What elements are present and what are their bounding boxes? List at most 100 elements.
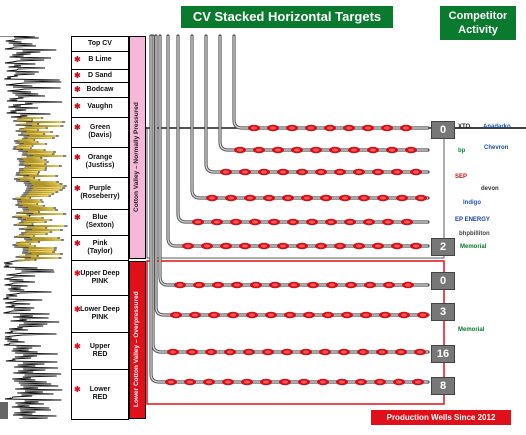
frac-core bbox=[291, 283, 297, 287]
frac-stage-marker bbox=[410, 168, 422, 176]
frac-core bbox=[275, 148, 281, 152]
frac-core bbox=[401, 313, 407, 317]
frac-stage-marker bbox=[263, 194, 275, 202]
frac-stage-marker bbox=[246, 311, 258, 319]
frac-core bbox=[284, 350, 290, 354]
frac-stage-marker bbox=[272, 146, 284, 154]
frac-stage-marker bbox=[305, 124, 317, 132]
frac-core bbox=[185, 244, 191, 248]
frac-stage-marker bbox=[182, 242, 194, 250]
frac-core bbox=[384, 126, 390, 130]
frac-stage-marker bbox=[277, 168, 289, 176]
wellbore-highlight bbox=[167, 36, 428, 247]
zone-subname: (Sexton) bbox=[86, 222, 114, 229]
frac-stage-marker bbox=[395, 348, 407, 356]
frac-stage-marker bbox=[341, 311, 353, 319]
frac-core bbox=[332, 148, 338, 152]
wellbore-highlight bbox=[150, 36, 428, 383]
frac-core bbox=[271, 220, 277, 224]
frac-core bbox=[327, 126, 333, 130]
well-count-box: 0 bbox=[431, 121, 455, 139]
competitor-logo: SEP bbox=[455, 174, 468, 180]
frac-core bbox=[270, 126, 276, 130]
wellbore-pipe bbox=[232, 34, 430, 130]
frac-core bbox=[348, 283, 354, 287]
frac-stage-marker bbox=[300, 348, 312, 356]
frac-stage-marker bbox=[353, 242, 365, 250]
frac-stage-marker bbox=[345, 281, 357, 289]
zone-name: Lower bbox=[89, 386, 111, 393]
competitor-logo: Chevron bbox=[484, 145, 509, 151]
wellbore-highlight bbox=[159, 36, 428, 286]
frac-stage-marker bbox=[301, 194, 313, 202]
frac-stage-marker bbox=[296, 242, 308, 250]
zone-divider bbox=[72, 117, 128, 118]
frac-stage-marker bbox=[348, 146, 360, 154]
frac-stage-marker bbox=[410, 242, 422, 250]
zone-name: D Sand bbox=[87, 71, 113, 79]
log-marker bbox=[0, 402, 8, 419]
frac-stage-marker bbox=[258, 242, 270, 250]
wellbore-highlight bbox=[152, 36, 428, 353]
normally-pressured-bar: Cotton Valley – Normally Pressured bbox=[129, 36, 146, 259]
frac-stage-marker bbox=[383, 281, 395, 289]
frac-stage-marker bbox=[220, 168, 232, 176]
frac-stage-marker bbox=[248, 124, 260, 132]
frac-stage-marker bbox=[211, 218, 223, 226]
frac-core bbox=[251, 126, 257, 130]
frac-core bbox=[230, 313, 236, 317]
frac-core bbox=[294, 148, 300, 152]
frac-core bbox=[394, 170, 400, 174]
log-sand-fill bbox=[15, 117, 65, 261]
frac-core bbox=[337, 244, 343, 248]
target-star-icon: ✱ bbox=[74, 123, 81, 132]
wellbore bbox=[218, 34, 430, 154]
frac-stage-marker bbox=[353, 168, 365, 176]
competitor-logo: bhpbilliton bbox=[459, 231, 490, 237]
frac-stage-marker bbox=[265, 311, 277, 319]
frac-core bbox=[256, 148, 262, 152]
frac-core bbox=[323, 196, 329, 200]
frac-stage-marker bbox=[298, 378, 310, 386]
frac-core bbox=[322, 350, 328, 354]
frac-core bbox=[380, 196, 386, 200]
frac-stage-marker bbox=[343, 124, 355, 132]
zone-name: Vaughn bbox=[87, 103, 113, 110]
frac-stage-marker bbox=[241, 378, 253, 386]
frac-core bbox=[204, 244, 210, 248]
zone-top-cv: Top CV bbox=[72, 40, 128, 48]
frac-stage-marker bbox=[224, 348, 236, 356]
frac-core bbox=[263, 380, 269, 384]
frac-stage-marker bbox=[415, 194, 427, 202]
frac-stage-marker bbox=[339, 194, 351, 202]
frac-stage-marker bbox=[417, 311, 429, 319]
frac-core bbox=[192, 313, 198, 317]
frac-core bbox=[389, 148, 395, 152]
frac-stage-marker bbox=[367, 146, 379, 154]
frac-stage-marker bbox=[260, 378, 272, 386]
frac-core bbox=[413, 244, 419, 248]
competitor-logo: XTO bbox=[458, 124, 471, 130]
frac-core bbox=[208, 350, 214, 354]
frac-stage-marker bbox=[379, 311, 391, 319]
frac-stage-marker bbox=[279, 378, 291, 386]
frac-stage-marker bbox=[364, 281, 376, 289]
frac-core bbox=[299, 170, 305, 174]
frac-core bbox=[413, 170, 419, 174]
frac-stage-marker bbox=[381, 124, 393, 132]
frac-core bbox=[299, 244, 305, 248]
frac-core bbox=[285, 196, 291, 200]
frac-core bbox=[329, 283, 335, 287]
competitor-logo: Memorial bbox=[458, 327, 485, 333]
frac-stage-marker bbox=[284, 311, 296, 319]
frac-stage-marker bbox=[243, 348, 255, 356]
frac-core bbox=[403, 126, 409, 130]
frac-stage-marker bbox=[401, 218, 413, 226]
zone-name: Upper bbox=[89, 342, 111, 350]
zone-blue: ✱Blue(Sexton) bbox=[72, 214, 128, 230]
wellbore-highlight bbox=[233, 36, 428, 129]
zone-name: Top CV bbox=[88, 40, 112, 47]
zone-vaughn: ✱Vaughn bbox=[72, 103, 128, 111]
frac-core bbox=[356, 170, 362, 174]
